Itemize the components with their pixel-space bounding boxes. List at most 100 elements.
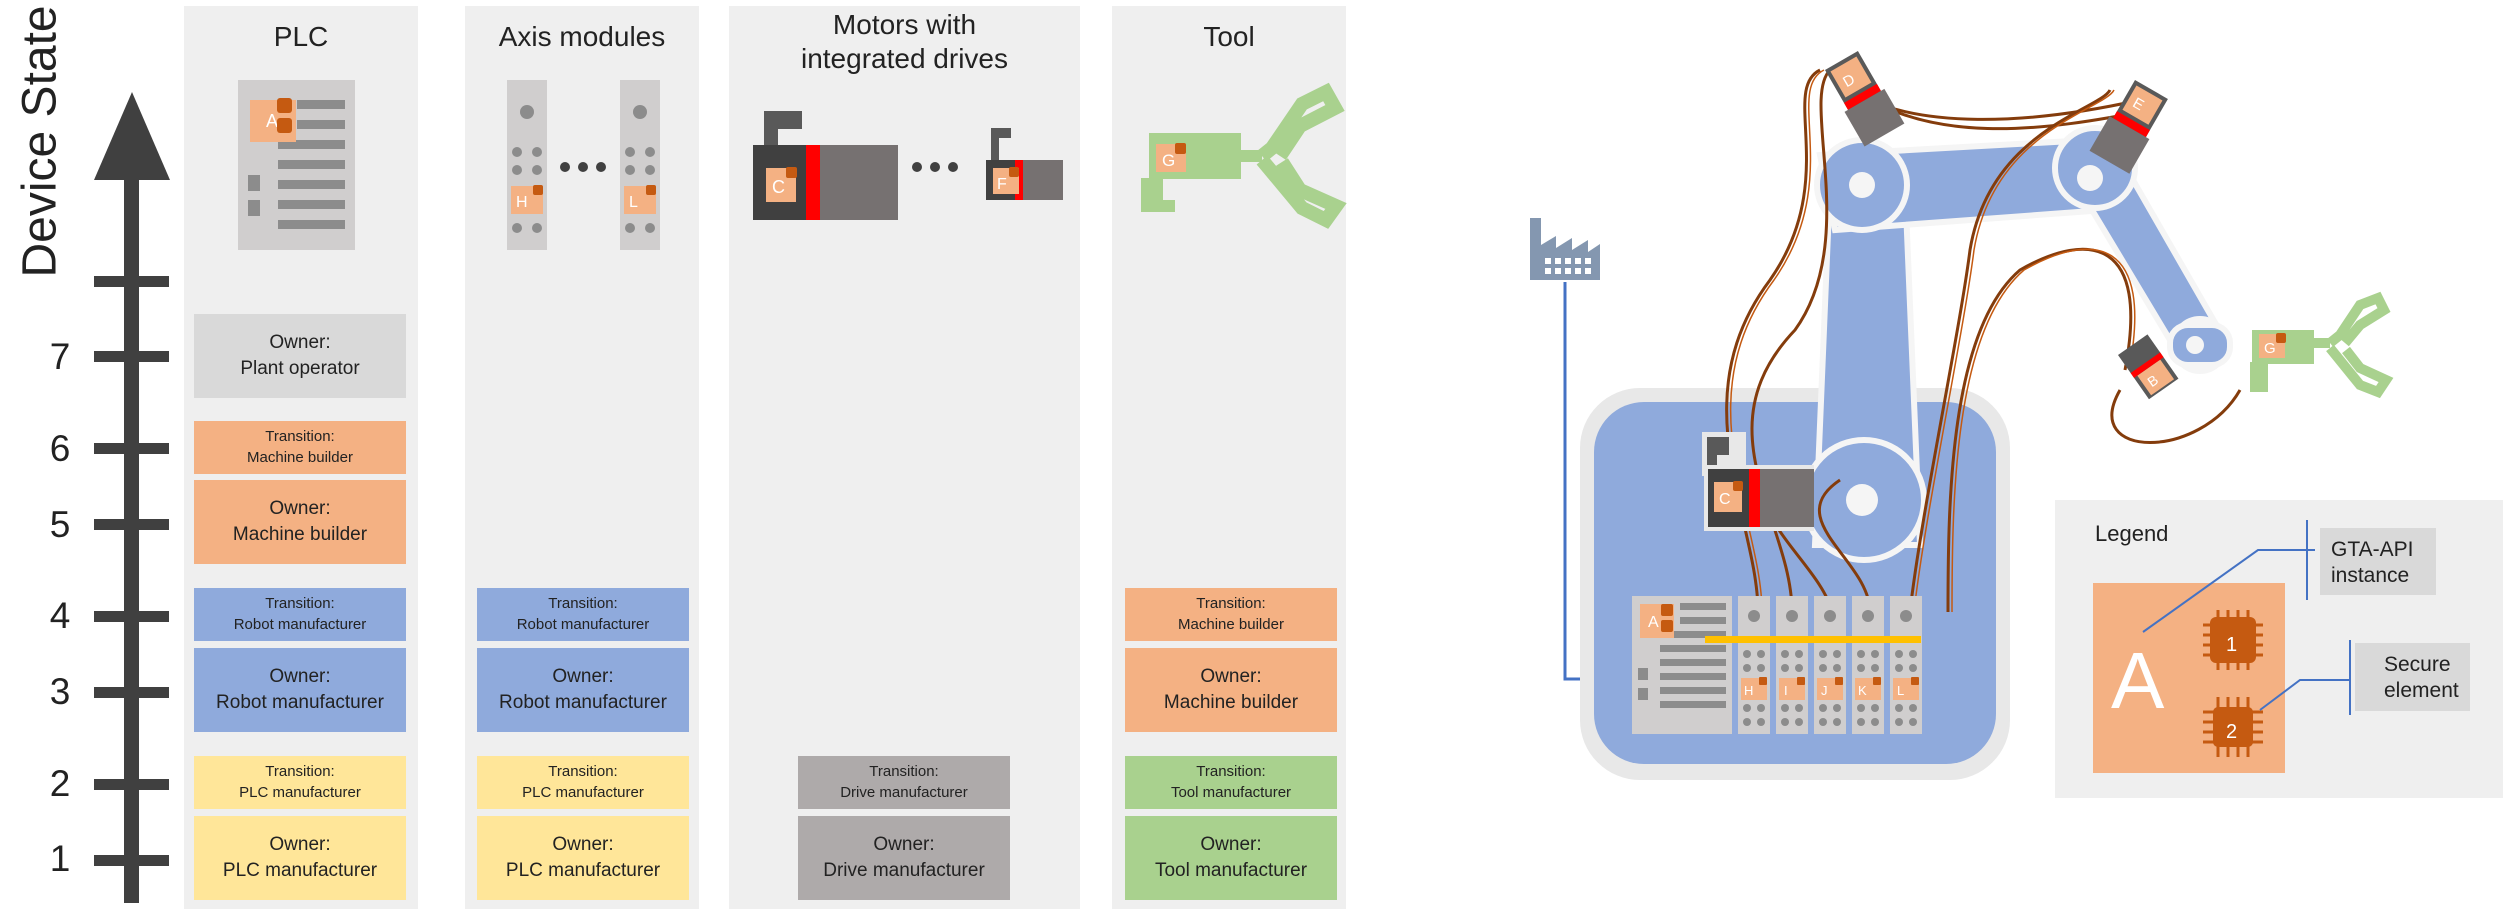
box-label: Owner: bbox=[269, 834, 331, 856]
module-letter: F bbox=[997, 176, 1007, 193]
box-label: Owner: bbox=[552, 834, 614, 856]
axis-tick bbox=[94, 443, 169, 454]
label-line: element bbox=[2384, 679, 2459, 702]
plc-transition-machine-builder: Transition: Machine builder bbox=[194, 421, 406, 474]
chip-number: 2 bbox=[2226, 721, 2237, 743]
tool-transition-tool-manufacturer: Transition: Tool manufacturer bbox=[1125, 756, 1337, 809]
robot-plc: A bbox=[1632, 596, 1732, 734]
plc-transition-robot-manufacturer: Transition: Robot manufacturer bbox=[194, 588, 406, 641]
legend: Legend A 1 2 bbox=[2055, 500, 2503, 798]
robot-gripper: G bbox=[2250, 291, 2394, 399]
box-value: Tool manufacturer bbox=[1154, 860, 1308, 881]
box-value: PLC manufacturer bbox=[222, 860, 378, 881]
box-label: Owner: bbox=[873, 834, 935, 856]
device-state-label: Device State bbox=[13, 5, 67, 278]
label-line: GTA-API bbox=[2331, 538, 2413, 561]
label-line: Secure bbox=[2384, 653, 2451, 676]
tick-label-6: 6 bbox=[49, 428, 71, 469]
base-motor-c: C bbox=[1702, 432, 1814, 531]
ellipsis-icon bbox=[560, 162, 606, 172]
plc-owner-machine-builder: Owner: Machine builder bbox=[194, 480, 406, 564]
motor-icon-large: C bbox=[753, 111, 898, 220]
secure-element-label-box bbox=[2355, 643, 2470, 711]
module-letter: A bbox=[266, 111, 278, 131]
axis-module-icon-last: L bbox=[620, 80, 660, 250]
motor-icon-small: F bbox=[986, 128, 1063, 200]
axis-tick bbox=[94, 779, 169, 790]
module-letter: K bbox=[1858, 683, 1867, 698]
box-label: Transition: bbox=[548, 595, 618, 613]
column-title-tool: Tool bbox=[1203, 21, 1255, 52]
axis-owner-plc-manufacturer: Owner: PLC manufacturer bbox=[477, 816, 689, 900]
secure-element-chip-2-icon: 2 bbox=[2203, 697, 2263, 757]
tick-label-2: 2 bbox=[49, 763, 71, 804]
axis-tick bbox=[94, 855, 169, 866]
motors-owner-drive-manufacturer: Owner: Drive manufacturer bbox=[798, 816, 1010, 900]
robot-motor-d: D bbox=[1825, 51, 1905, 147]
box-value: Machine builder bbox=[247, 448, 353, 466]
box-value: Robot manufacturer bbox=[499, 692, 667, 713]
tick-label-3: 3 bbox=[49, 671, 71, 712]
tick-label-1: 1 bbox=[49, 838, 71, 879]
module-letter: H bbox=[516, 194, 528, 211]
box-label: Transition: bbox=[1196, 763, 1266, 781]
chip-number: 1 bbox=[2226, 634, 2237, 656]
ellipsis-icon bbox=[912, 162, 958, 172]
tick-label-4: 4 bbox=[49, 595, 71, 636]
box-value: Drive manufacturer bbox=[823, 860, 985, 881]
module-letter: H bbox=[1744, 683, 1753, 698]
robot-axis-modules: H I J bbox=[1705, 596, 1922, 734]
module-letter: I bbox=[1784, 683, 1788, 698]
axis-owner-robot-manufacturer: Owner: Robot manufacturer bbox=[477, 648, 689, 732]
plc-device-icon: A bbox=[238, 80, 355, 250]
column-title-motors: Motors with integrated drives bbox=[800, 9, 1008, 74]
box-label: Owner: bbox=[269, 498, 331, 520]
module-letter: L bbox=[629, 194, 638, 211]
box-value: Tool manufacturer bbox=[1170, 783, 1292, 801]
legend-instance-letter: A bbox=[2111, 636, 2165, 725]
column-title-plc: PLC bbox=[273, 21, 329, 52]
axis-tick bbox=[94, 611, 169, 622]
box-label: Owner: bbox=[552, 666, 614, 688]
plc-owner-robot-manufacturer: Owner: Robot manufacturer bbox=[194, 648, 406, 732]
box-value: PLC manufacturer bbox=[239, 783, 361, 801]
box-value: Machine builder bbox=[1178, 615, 1284, 633]
motors-transition-drive-manufacturer: Transition: Drive manufacturer bbox=[798, 756, 1010, 809]
box-label: Owner: bbox=[269, 666, 331, 688]
tick-label-5: 5 bbox=[49, 504, 71, 545]
box-label: Owner: bbox=[1200, 834, 1262, 856]
axis-module-icon-first: H bbox=[507, 80, 547, 250]
module-letter: L bbox=[1897, 683, 1904, 698]
legend-title: Legend bbox=[2095, 521, 2168, 546]
robot-arm bbox=[1801, 125, 2233, 563]
module-letter: J bbox=[1821, 683, 1828, 698]
factory-icon bbox=[1530, 218, 1600, 280]
module-letter: C bbox=[1719, 491, 1731, 508]
box-value: Drive manufacturer bbox=[840, 783, 968, 801]
box-label: Transition: bbox=[265, 763, 335, 781]
robot-wrist-motor: B bbox=[2118, 334, 2179, 400]
box-value: PLC manufacturer bbox=[505, 860, 661, 881]
module-letter: C bbox=[772, 177, 785, 197]
axis-transition-robot-manufacturer: Transition: Robot manufacturer bbox=[477, 588, 689, 641]
box-label: Transition: bbox=[548, 763, 618, 781]
secure-element-label: Secure element bbox=[2384, 653, 2459, 702]
axis-transition-plc-manufacturer: Transition: PLC manufacturer bbox=[477, 756, 689, 809]
module-letter: A bbox=[1648, 614, 1659, 631]
box-value: Machine builder bbox=[1163, 692, 1299, 713]
box-value: Robot manufacturer bbox=[233, 615, 367, 633]
box-label: Transition: bbox=[265, 428, 335, 446]
tool-owner-machine-builder: Owner: Machine builder bbox=[1125, 648, 1337, 732]
box-label: Transition: bbox=[265, 595, 335, 613]
box-value: Machine builder bbox=[232, 524, 368, 545]
secure-element-chip-1-icon: 1 bbox=[2203, 610, 2263, 670]
box-label: Owner: bbox=[269, 332, 331, 354]
tick-label-7: 7 bbox=[49, 336, 71, 377]
box-value: Robot manufacturer bbox=[216, 692, 384, 713]
box-label: Transition: bbox=[869, 763, 939, 781]
axis-tick bbox=[94, 351, 169, 362]
module-letter: G bbox=[2264, 340, 2276, 357]
fieldbus-line bbox=[1705, 636, 1921, 643]
